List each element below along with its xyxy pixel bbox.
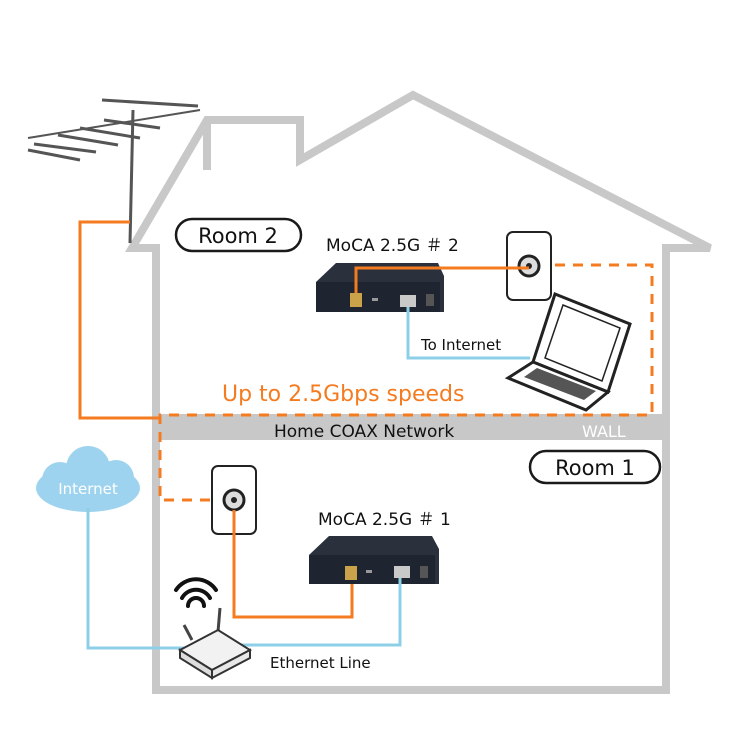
network-label: Home COAX Network xyxy=(274,422,454,442)
device2-label: MoCA 2.5G ＃ 2 xyxy=(326,236,459,256)
ethernet-line-label: Ethernet Line xyxy=(270,654,371,672)
device1-ethernet-line xyxy=(240,578,402,647)
wall-label: WALL xyxy=(582,422,626,441)
laptop-icon xyxy=(504,292,632,412)
antenna-icon xyxy=(27,98,201,244)
device1-label: MoCA 2.5G ＃ 1 xyxy=(318,510,451,530)
moca-adapter-2-icon xyxy=(316,263,444,312)
antenna-coax-line xyxy=(78,220,160,420)
device2-coax-line xyxy=(354,266,529,293)
house-outline xyxy=(125,90,712,694)
room2-label: Room 2 xyxy=(198,224,278,248)
device2-ethernet-line xyxy=(406,307,530,360)
device1-coax-line xyxy=(232,510,354,619)
wifi-icon xyxy=(174,577,218,608)
room1-label: Room 1 xyxy=(555,456,635,480)
router-icon xyxy=(177,607,253,680)
to-internet-label: To Internet xyxy=(420,336,501,354)
internet-ethernet-line xyxy=(86,508,185,650)
floor-band xyxy=(156,414,666,440)
moca-adapter-1-icon xyxy=(309,536,439,584)
coax-network-dashed xyxy=(158,263,654,502)
room2-label-box xyxy=(174,217,303,253)
internet-cloud-icon xyxy=(36,446,140,512)
internet-cloud-label: Internet xyxy=(58,480,118,498)
room1-label-box xyxy=(528,449,662,485)
speed-label: Up to 2.5Gbps speeds xyxy=(222,382,464,407)
